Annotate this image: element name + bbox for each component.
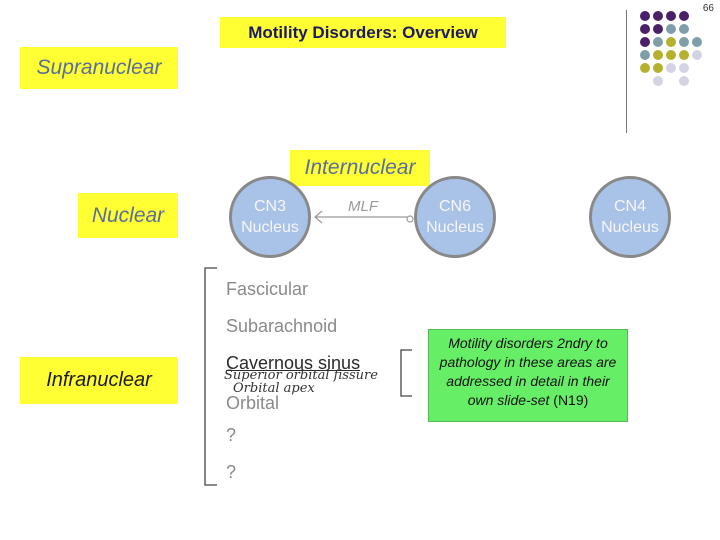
decor-dot <box>666 63 676 73</box>
decor-dot <box>692 50 702 60</box>
mlf-label: MLF <box>348 198 378 215</box>
level-nuclear: Nuclear <box>78 193 178 238</box>
cn4-nucleus: CN4 Nucleus <box>589 176 671 258</box>
mlf-end-dot <box>406 215 414 223</box>
note-ref: (N19) <box>549 392 589 408</box>
decor-dot <box>679 50 689 60</box>
fascicular-label: Fascicular <box>226 279 309 299</box>
decor-dot <box>666 11 676 21</box>
cn6-nucleus-label: Nucleus <box>426 219 484 236</box>
cn3-nucleus: CN3 Nucleus <box>229 176 311 258</box>
cn4-label: CN4 <box>613 198 646 215</box>
decor-dot <box>640 63 650 73</box>
level-infranuclear: Infranuclear <box>20 357 178 404</box>
cn6-label: CN6 <box>438 198 471 215</box>
decor-dot <box>666 24 676 34</box>
cavernous-sinus-label: Cavernous sinus <box>226 353 361 373</box>
decor-dot <box>640 50 650 60</box>
decor-dot <box>640 11 650 21</box>
decor-vertical-line <box>626 10 627 133</box>
cn6-nucleus: CN6 Nucleus <box>414 176 496 258</box>
decor-dot <box>666 50 676 60</box>
infranuclear-bracket <box>204 267 217 486</box>
decor-dot <box>653 76 663 86</box>
decor-dot <box>640 24 650 34</box>
slide-title: Motility Disorders: Overview <box>220 17 506 48</box>
cavernous-bracket <box>400 349 412 397</box>
unknown-level-2: ? <box>226 462 237 482</box>
cn3-nucleus-label: Nucleus <box>241 219 299 236</box>
decor-dot <box>666 37 676 47</box>
decor-dot <box>653 11 663 21</box>
note-box: Motility disorders 2ndry to pathology in… <box>428 329 628 422</box>
superior-orbital-fissure-label: Superior orbital fissure <box>224 368 378 383</box>
cn3-label: CN3 <box>253 198 286 215</box>
decor-dot <box>679 24 689 34</box>
decor-dot <box>640 37 650 47</box>
decor-dot <box>692 37 702 47</box>
slide-number: 66 <box>702 3 714 14</box>
unknown-level-1: ? <box>226 425 237 445</box>
decor-dot <box>653 24 663 34</box>
decor-dot <box>679 11 689 21</box>
decor-dot <box>679 63 689 73</box>
orbital-label: Orbital <box>226 393 280 413</box>
note-text: Motility disorders 2ndry to pathology in… <box>439 335 617 408</box>
decor-dot <box>679 37 689 47</box>
level-supranuclear: Supranuclear <box>20 47 178 89</box>
decor-dot <box>653 63 663 73</box>
decor-dot <box>653 37 663 47</box>
level-internuclear: Internuclear <box>290 150 430 186</box>
subarachnoid-label: Subarachnoid <box>226 316 338 336</box>
cn4-nucleus-label: Nucleus <box>601 219 659 236</box>
decor-dot <box>653 50 663 60</box>
mlf-arrow-left <box>314 210 323 224</box>
orbital-apex-label: Orbital apex <box>233 381 315 396</box>
decor-dot <box>679 76 689 86</box>
